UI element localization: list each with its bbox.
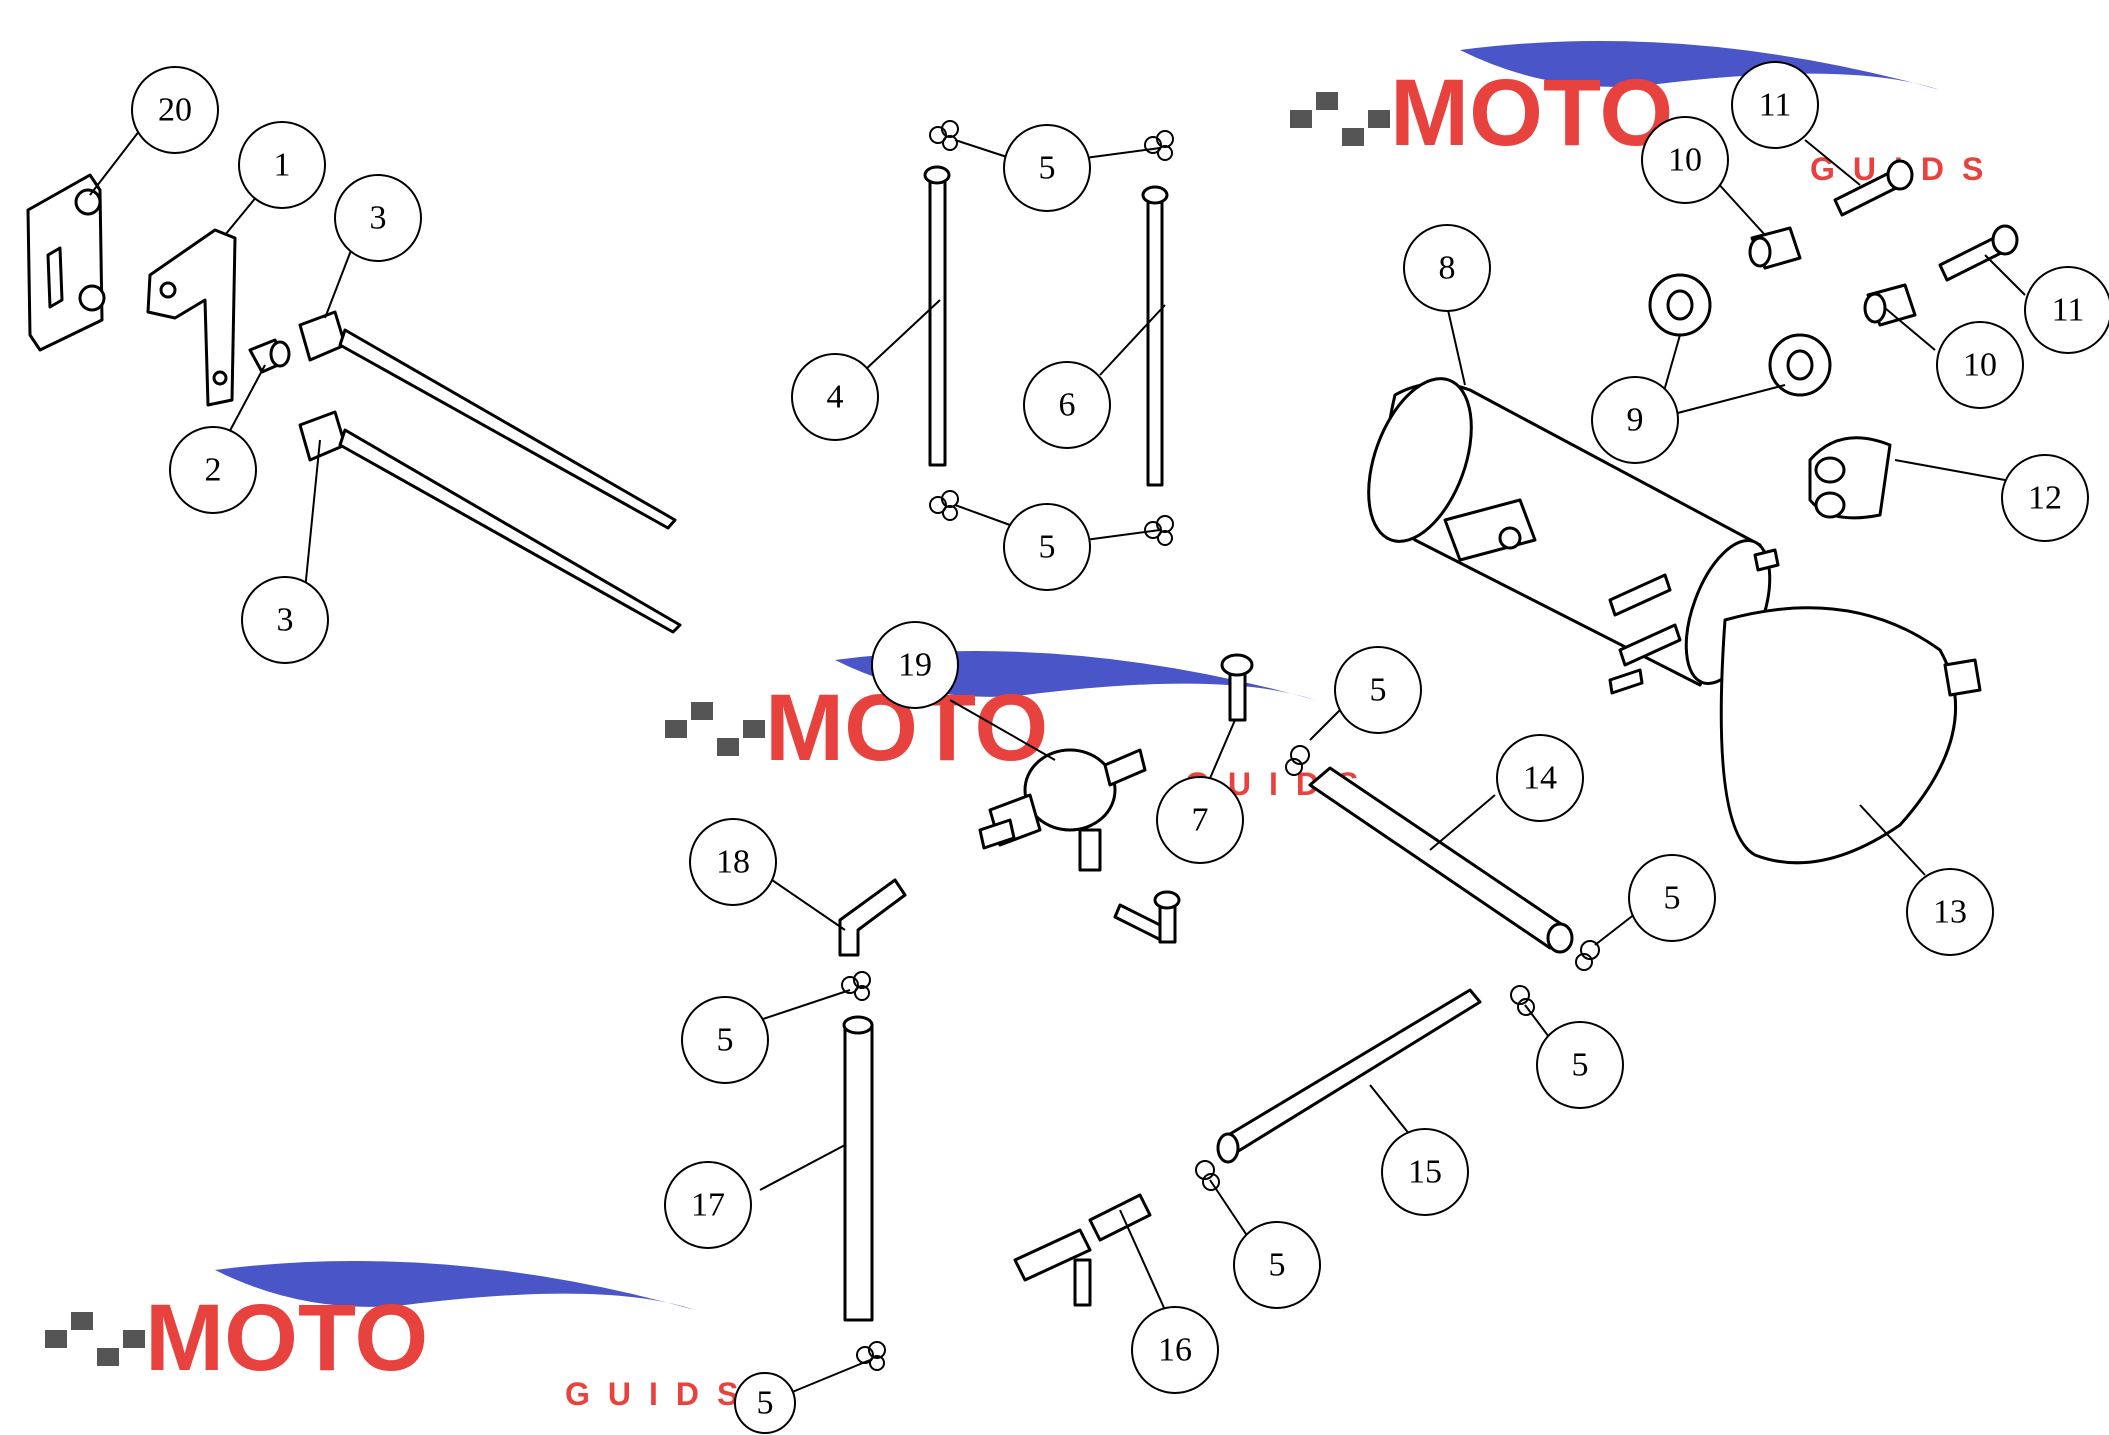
callout-7: 7 xyxy=(1156,776,1244,864)
part-1-bracket xyxy=(146,228,237,407)
svg-text:20: 20 xyxy=(158,92,192,129)
callout-6: 6 xyxy=(1023,361,1111,449)
svg-text:5: 5 xyxy=(1039,529,1056,566)
callout-11-top: 11 xyxy=(1731,61,1819,149)
callout-19: 19 xyxy=(871,621,959,709)
watermark-top-brand: MOTO xyxy=(1390,60,1673,166)
callout-5-right-lower: 5 xyxy=(1536,1021,1624,1109)
watermark-bottom-sub: GUIDS xyxy=(565,1376,756,1412)
svg-text:6: 6 xyxy=(1059,387,1076,424)
part-8-canister xyxy=(1367,377,1780,695)
callout-11-right: 11 xyxy=(2024,266,2109,354)
callout-5-right-upper: 5 xyxy=(1334,646,1422,734)
svg-text:5: 5 xyxy=(1370,672,1387,709)
callout-3-lower: 3 xyxy=(241,576,329,664)
svg-text:5: 5 xyxy=(1572,1047,1589,1084)
svg-text:3: 3 xyxy=(370,200,387,237)
part-17-hose xyxy=(842,1015,874,1322)
callout-15: 15 xyxy=(1381,1128,1469,1216)
part-10-grommets xyxy=(1748,226,1917,327)
part-4-hose xyxy=(923,165,951,467)
callout-12: 12 xyxy=(2001,454,2089,542)
svg-text:10: 10 xyxy=(1668,142,1702,179)
part-19-valve xyxy=(978,748,1147,872)
svg-text:16: 16 xyxy=(1158,1332,1192,1369)
callout-1: 1 xyxy=(238,121,326,209)
part-13-cover xyxy=(1719,606,1982,865)
callout-20: 20 xyxy=(131,66,219,154)
callout-9: 9 xyxy=(1591,376,1679,464)
svg-text:1: 1 xyxy=(274,147,291,184)
part-6-hose xyxy=(1141,185,1169,487)
callout-5-left-mid: 5 xyxy=(681,996,769,1084)
part-11-bolts xyxy=(1833,159,2019,282)
callout-5-bottom-mid: 5 xyxy=(1233,1221,1321,1309)
part-20-bracket-plate xyxy=(26,173,106,352)
svg-text:9: 9 xyxy=(1627,402,1644,439)
part-18-elbow-hose xyxy=(838,878,907,957)
svg-text:18: 18 xyxy=(716,844,750,881)
svg-text:4: 4 xyxy=(827,379,844,416)
callout-5-mid: 5 xyxy=(1003,503,1091,591)
svg-text:8: 8 xyxy=(1439,250,1456,287)
part-2-bolt xyxy=(248,338,291,374)
svg-text:2: 2 xyxy=(205,452,222,489)
part-3-sensor-lower xyxy=(298,410,682,634)
svg-text:3: 3 xyxy=(277,602,294,639)
part-16-fitting xyxy=(1013,1193,1152,1307)
callout-10-top: 10 xyxy=(1641,116,1729,204)
callout-4: 4 xyxy=(791,353,879,441)
leader-lines xyxy=(89,129,2026,1396)
svg-text:14: 14 xyxy=(1523,760,1557,797)
callout-13: 13 xyxy=(1906,868,1994,956)
svg-text:5: 5 xyxy=(1039,150,1056,187)
part-15-hose xyxy=(1216,988,1482,1164)
svg-text:5: 5 xyxy=(717,1022,734,1059)
svg-text:13: 13 xyxy=(1933,894,1967,931)
svg-text:10: 10 xyxy=(1963,347,1997,384)
svg-text:19: 19 xyxy=(898,647,932,684)
svg-text:7: 7 xyxy=(1192,802,1209,839)
watermark-bottom-brand: MOTO xyxy=(145,1285,428,1391)
part-12-cap xyxy=(1808,436,1892,520)
part-5-clamps xyxy=(841,120,1600,1371)
callout-18: 18 xyxy=(689,818,777,906)
svg-text:11: 11 xyxy=(1759,87,1792,124)
callout-10-right: 10 xyxy=(1936,321,2024,409)
svg-text:5: 5 xyxy=(1269,1247,1286,1284)
callout-2: 2 xyxy=(169,426,257,514)
svg-text:15: 15 xyxy=(1408,1154,1442,1191)
part-14-hose xyxy=(1308,766,1574,954)
callout-16: 16 xyxy=(1131,1306,1219,1394)
callout-8: 8 xyxy=(1403,224,1491,312)
callout-5-right-mid: 5 xyxy=(1628,854,1716,942)
watermark-mid: MOTO GUIDS xyxy=(665,651,1358,802)
svg-text:12: 12 xyxy=(2028,480,2062,517)
callout-5-top: 5 xyxy=(1003,124,1091,212)
callout-3-upper: 3 xyxy=(334,174,422,262)
callout-14: 14 xyxy=(1496,734,1584,822)
svg-text:17: 17 xyxy=(691,1187,725,1224)
callout-5-bottom-left: 5 xyxy=(734,1372,796,1434)
part-7-elbow xyxy=(1113,653,1254,944)
svg-text:11: 11 xyxy=(2052,292,2085,329)
watermark-bottom: MOTO GUIDS xyxy=(45,1261,756,1412)
part-9-bushings xyxy=(1648,273,1832,397)
svg-text:5: 5 xyxy=(757,1385,774,1422)
svg-text:5: 5 xyxy=(1664,880,1681,917)
callout-17: 17 xyxy=(664,1161,752,1249)
part-3-sensor-upper xyxy=(298,310,677,530)
